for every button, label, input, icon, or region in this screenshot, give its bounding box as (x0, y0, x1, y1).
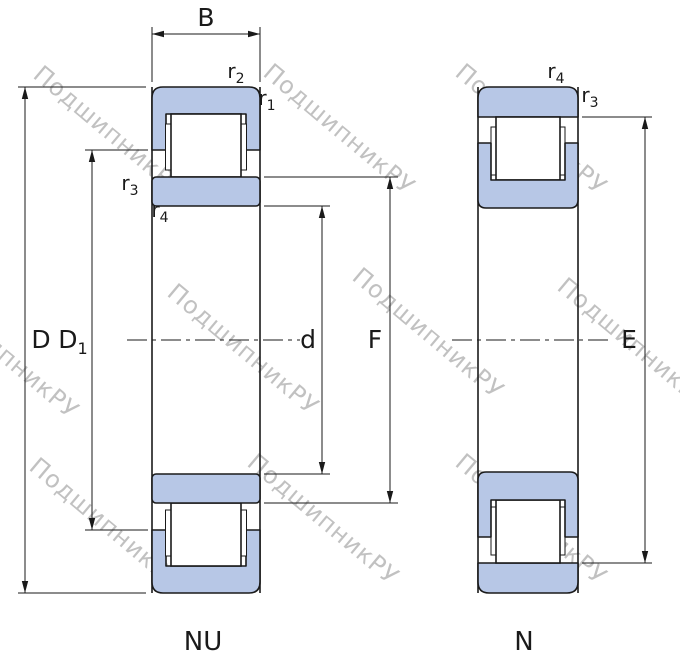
nu-inner-ring-top-section (151, 176, 261, 207)
label-F: F (368, 325, 382, 354)
label-d: d (300, 325, 316, 354)
label-r3-right: r3 (581, 83, 598, 111)
nu-cage-bottom-right (240, 509, 247, 557)
n-bearing-drawing (452, 86, 608, 594)
n-roller-bottom (495, 499, 561, 564)
bearing-type-label-n: N (514, 627, 533, 657)
label-E: E (621, 325, 637, 354)
label-r4-right: r4 (547, 59, 564, 87)
label-r2: r2 (227, 59, 244, 87)
nu-outer-ring-top-section (151, 86, 261, 151)
nu-cage-bottom-left (165, 509, 172, 557)
n-outer-ring-bottom-section (477, 562, 579, 594)
label-D: D (31, 325, 50, 354)
dimension-D1: D1 (58, 149, 148, 531)
nu-cage-top-right (240, 123, 247, 171)
nu-roller-top (170, 113, 242, 178)
label-B: B (197, 3, 214, 32)
dimension-E: E (582, 116, 652, 564)
n-inner-ring-top-section (477, 142, 579, 209)
nu-cage-top-left (165, 123, 172, 171)
label-D1: D1 (58, 325, 87, 358)
n-outer-ring-top-section (477, 86, 579, 118)
n-inner-ring-bottom-section (477, 471, 579, 538)
n-roller-top (495, 116, 561, 181)
dimension-F: F (264, 176, 398, 504)
label-r1: r1 (258, 86, 275, 114)
dimension-D: D (18, 86, 146, 594)
nu-inner-ring-bottom-section (151, 473, 261, 504)
dimension-d: d (264, 205, 330, 475)
label-r4: r4 (151, 198, 168, 226)
dimension-B: B (151, 3, 261, 82)
nu-outer-ring-bottom-section (151, 529, 261, 594)
label-r3: r3 (121, 171, 138, 199)
bearing-type-label-nu: NU (184, 627, 222, 657)
nu-bearing-drawing (127, 86, 300, 594)
nu-roller-bottom (170, 502, 242, 567)
